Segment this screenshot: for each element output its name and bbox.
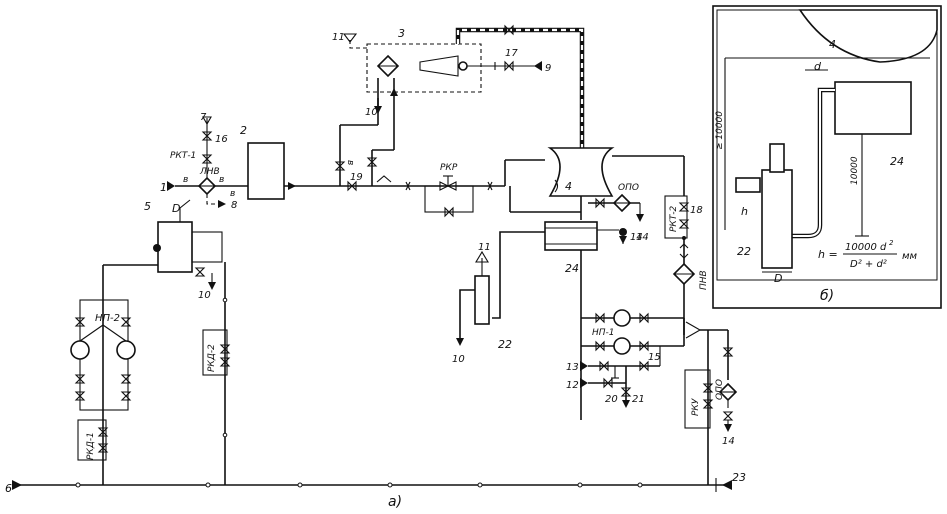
label-np1: НП-1 [592,328,615,338]
label-v4: в [345,160,355,165]
rkd2-valve-group [202,262,231,485]
inset-label-22: 22 [737,245,751,258]
label-6: 6 [5,482,12,495]
inset-formula-den: D² + d² [850,259,887,270]
label-17: 17 [505,48,518,59]
unit-22 [456,250,490,346]
label-14-mid: 14 [630,232,643,243]
label-lnv: ЛНВ [199,167,220,177]
label-22: 22 [498,338,512,351]
label-14-lower: 14 [722,436,735,447]
ejector-to-tank-line [455,24,585,150]
label-2: 2 [240,124,247,137]
label-1: 1 [160,181,167,194]
label-rkt1: РКТ-1 [170,151,196,161]
label-13: 13 [566,362,579,373]
label-19: 19 [350,172,363,183]
label-11: 11 [478,242,491,253]
opo-lower-rku [684,329,738,492]
rkt2-group [664,195,690,240]
inset-formula-num: 10000 d [845,242,887,253]
label-3: 3 [398,27,405,40]
label-24: 24 [565,262,579,275]
label-9: 9 [545,63,551,74]
label-11-top: 11 [332,32,345,43]
label-v1: в [183,175,188,185]
label-D: D [172,202,180,215]
label-10-right: 10 [452,354,465,365]
label-5: 5 [144,200,151,213]
inset-formula-exp: 2 [889,239,894,247]
label-rkd2: РКД-2 [207,344,217,372]
label-14-upper: 14 [636,232,649,243]
inset-label-4: 4 [829,38,836,51]
label-a: а) [388,494,402,510]
lnv-inlet [167,116,248,208]
label-rkp: РКР [440,163,458,173]
label-23: 23 [732,471,746,484]
label-np2: НП-2 [95,313,120,324]
inset-label-D: D [774,272,782,285]
label-8a: 8 [231,200,237,211]
label-rkt2: РКТ-2 [669,205,679,232]
inset-dim-1: ≥ 10000 [715,111,725,150]
label-opo-upper: ОПО [618,183,639,193]
label-16: 16 [215,134,228,145]
label-pnv: ПНВ [699,270,709,290]
label-10-left: 10 [198,290,211,301]
unit-3-ejector [342,33,542,93]
label-v2: в [219,175,224,185]
label-7: 7 [200,112,207,123]
inset-formula-unit: мм [902,251,918,262]
branch-19 [334,78,398,192]
np2-pump-group [70,264,160,485]
label-rku: РКУ [691,398,701,416]
bottom-main-line [12,480,732,490]
inset-label-24: 24 [890,155,904,168]
inset-label-h: h [741,205,748,218]
inset-formula-left: h = [818,248,838,261]
label-4: 4 [565,180,572,193]
pnv-filter [672,238,696,335]
label-15: 15 [648,352,661,363]
inset-frame [712,5,942,309]
label-rkd1: РКД-1 [86,432,96,460]
label-10-mid: 10 [365,107,378,118]
unit-4 [509,147,685,220]
opo-upper [588,193,644,222]
label-18: 18 [690,205,703,216]
label-20: 20 [605,394,618,405]
label-opo-lower: ОПО [715,379,725,400]
label-b: б) [820,288,834,304]
inlets-13-12 [580,346,661,408]
inset-dim-2: 10000 [850,156,860,185]
unit-5 [153,199,223,290]
rkp-valve [405,159,545,218]
label-v3: в [230,189,235,199]
unit-24 [492,221,627,420]
inset-label-d: d [814,60,822,73]
label-12: 12 [566,380,579,391]
unit-2 [247,142,505,200]
label-21: 21 [632,394,645,405]
np1-pump-group [581,309,702,355]
